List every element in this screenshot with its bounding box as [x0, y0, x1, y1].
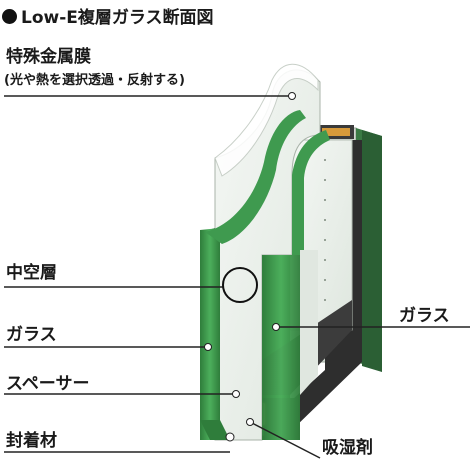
leader-dots [204, 92, 296, 442]
glass-bottom-edge [200, 420, 230, 440]
air-layer-marker [222, 267, 258, 303]
label-spacer: スペーサー [6, 374, 90, 394]
front-glass-edge [262, 255, 300, 440]
label-glass-right: ガラス [399, 306, 450, 326]
label-low-e-film: 特殊金属膜 [6, 47, 91, 67]
diagram-title: Low-E複層ガラス断面図 [2, 3, 214, 28]
leader-lines [4, 95, 470, 459]
label-low-e-film-note: (光や熱を選択透過・反射する) [4, 73, 185, 88]
front-glass-pane [200, 63, 330, 441]
label-desiccant: 吸湿剤 [322, 438, 373, 458]
air-gap-face [300, 250, 318, 395]
label-glass-left: ガラス [6, 325, 57, 345]
label-air-layer: 中空層 [6, 263, 57, 283]
diagram-title-text: Low-E複層ガラス断面図 [21, 8, 214, 28]
bullet-icon [2, 9, 17, 24]
label-sealant: 封着材 [6, 431, 57, 451]
